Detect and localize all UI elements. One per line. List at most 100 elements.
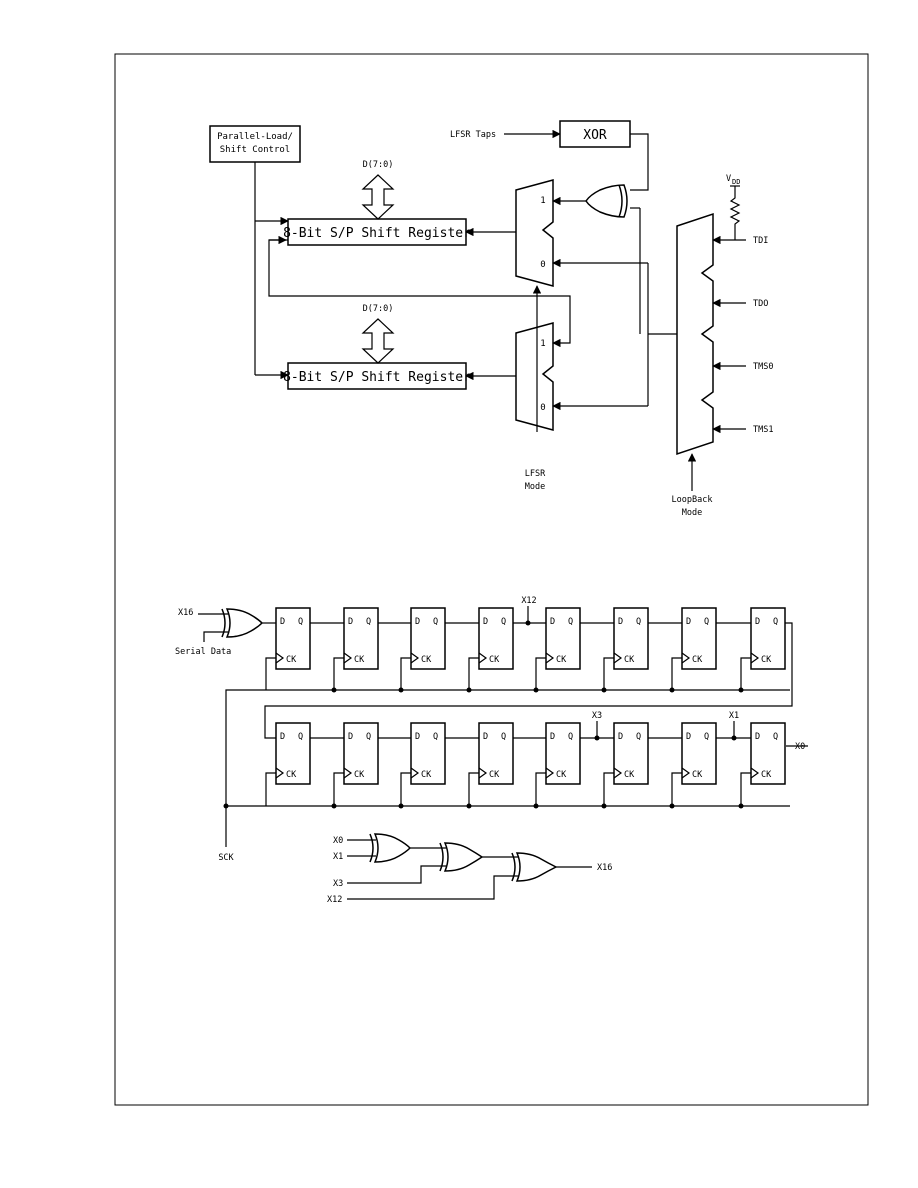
sck-label: SCK — [218, 853, 234, 863]
ff-q-label: Q — [773, 732, 778, 742]
loopback-mode-line1: LoopBack — [672, 495, 713, 505]
d-flip-flop: D Q CK — [466, 722, 514, 809]
pin-tms1: TMS1 — [753, 425, 773, 435]
vdd-sub-label: DD — [732, 178, 740, 186]
feedback-xor-tree: X0 X1 X3 X12 X16 — [327, 833, 612, 905]
ff-q-label: Q — [298, 617, 303, 627]
ff-d-label: D — [348, 732, 353, 742]
pin-tdo: TDO — [753, 299, 768, 309]
ff-q-label: Q — [568, 617, 573, 627]
gate-in-x12: X12 — [327, 895, 342, 905]
ff-ck-label: CK — [761, 770, 772, 780]
mux-lower-in0: 0 — [540, 403, 545, 413]
ff-q-label: Q — [636, 617, 641, 627]
loopback-mux — [676, 212, 714, 456]
input-xor-gate — [225, 608, 264, 638]
tap-x3-label: X3 — [592, 711, 602, 721]
ff-d-label: D — [755, 732, 760, 742]
ff-q-label: Q — [773, 617, 778, 627]
data-bus-label-lower: D(7:0) — [363, 304, 394, 314]
vdd-label: V — [726, 174, 731, 184]
ff-q-label: Q — [501, 732, 506, 742]
control-box-line2: Shift Control — [220, 145, 290, 155]
ff-ck-label: CK — [489, 770, 500, 780]
d-flip-flop: D Q CK — [265, 722, 311, 806]
ff-ck-label: CK — [692, 655, 703, 665]
gate-out-x16: X16 — [597, 863, 612, 873]
ff-d-label: D — [415, 617, 420, 627]
ff-ck-label: CK — [624, 770, 635, 780]
shift-register-upper — [287, 218, 467, 246]
xor-gate-3 — [515, 852, 558, 882]
ff-q-label: Q — [568, 732, 573, 742]
ff-ck-label: CK — [624, 655, 635, 665]
ff-q-label: Q — [433, 732, 438, 742]
x16-input-label: X16 — [178, 608, 193, 618]
gate-in-x0: X0 — [333, 836, 343, 846]
shift-register-lower — [287, 362, 467, 390]
mux-lower-in1: 1 — [540, 339, 545, 349]
ff-d-label: D — [755, 617, 760, 627]
flip-flop-chain: D Q CK D Q CK D Q CK D Q CK D Q CK D Q CK D Q CK D Q CK D Q CK D Q CK… — [223, 607, 786, 809]
data-bus-label-upper: D(7:0) — [363, 160, 394, 170]
shift-register-upper-label: 8-Bit S/P Shift Register — [283, 226, 471, 241]
ff-d-label: D — [280, 732, 285, 742]
d-flip-flop: D Q CK — [533, 722, 581, 809]
ff-q-label: Q — [704, 617, 709, 627]
pin-tdi: TDI — [753, 236, 768, 246]
xor-gate-2 — [443, 842, 484, 872]
mux-upper — [515, 179, 554, 287]
ff-d-label: D — [686, 617, 691, 627]
ff-q-label: Q — [298, 732, 303, 742]
d-flip-flop: D Q CK — [398, 607, 446, 693]
ff-ck-label: CK — [286, 770, 297, 780]
tap-x12-label: X12 — [521, 596, 536, 606]
ff-q-label: Q — [366, 732, 371, 742]
xor-gate-feedback — [585, 184, 628, 218]
ff-d-label: D — [348, 617, 353, 627]
ff-q-label: Q — [704, 732, 709, 742]
ff-d-label: D — [686, 732, 691, 742]
xor-box-label: XOR — [583, 128, 607, 143]
serial-data-label: Serial Data — [175, 647, 231, 657]
ff-ck-label: CK — [286, 655, 297, 665]
parallel-load-control-box — [209, 125, 301, 163]
lfsr-mode-line2: Mode — [525, 482, 545, 492]
ff-q-label: Q — [501, 617, 506, 627]
d-flip-flop: D Q CK — [669, 607, 717, 693]
ff-ck-label: CK — [692, 770, 703, 780]
ff-ck-label: CK — [421, 655, 432, 665]
mux-upper-in0: 0 — [540, 260, 545, 270]
d-flip-flop: D Q CK — [466, 607, 514, 693]
ff-d-label: D — [483, 732, 488, 742]
ff-d-label: D — [618, 732, 623, 742]
data-bus-arrow-lower — [361, 318, 395, 364]
ff-ck-label: CK — [556, 655, 567, 665]
tap-x1-label: X1 — [729, 711, 739, 721]
x0-output-label: X0 — [795, 742, 805, 752]
ff-d-label: D — [483, 617, 488, 627]
control-box-line1: Parallel-Load/ — [217, 132, 293, 142]
ff-d-label: D — [415, 732, 420, 742]
gate-in-x3: X3 — [333, 879, 343, 889]
d-flip-flop: D Q CK — [669, 722, 717, 809]
ff-ck-label: CK — [556, 770, 567, 780]
page-border — [114, 53, 869, 1106]
ff-d-label: D — [550, 732, 555, 742]
ff-q-label: Q — [366, 617, 371, 627]
ff-q-label: Q — [433, 617, 438, 627]
lfsr-mode-line1: LFSR — [525, 469, 546, 479]
ff-ck-label: CK — [761, 655, 772, 665]
ff-ck-label: CK — [489, 655, 500, 665]
d-flip-flop: D Q CK — [738, 722, 786, 809]
xor-gate-1 — [373, 833, 412, 863]
